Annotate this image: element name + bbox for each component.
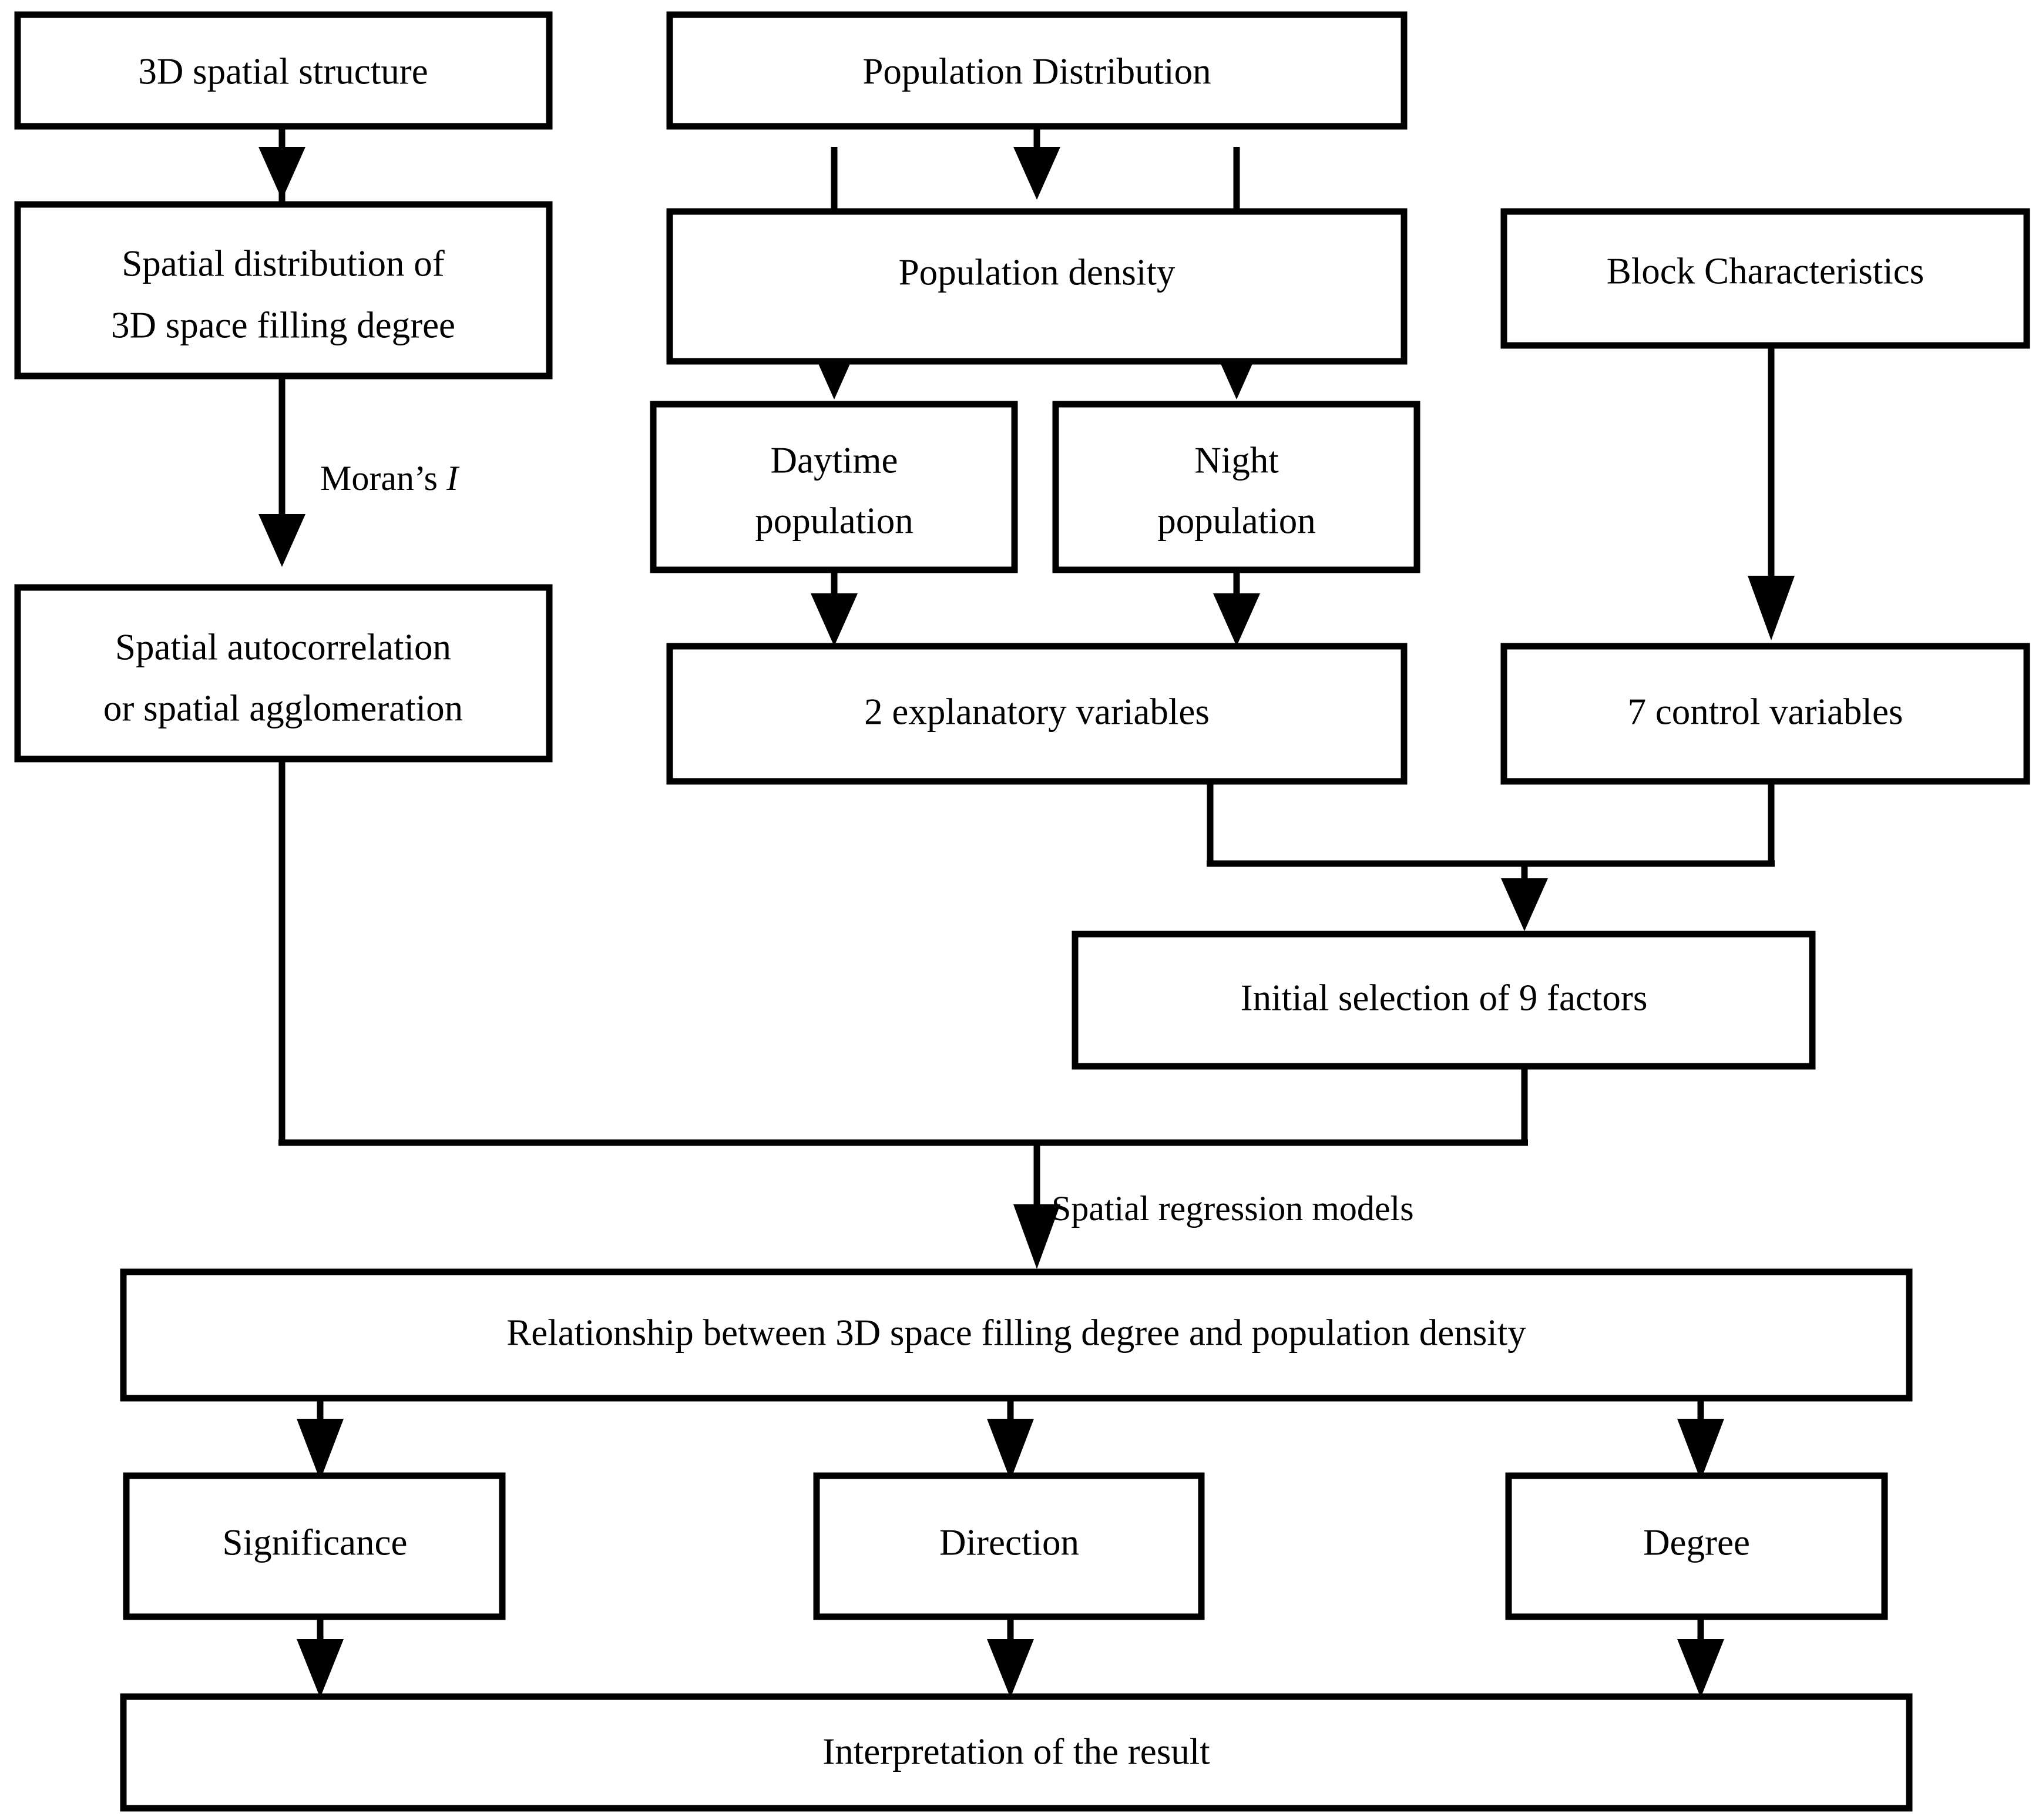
node-population-distribution-label: Population Distribution xyxy=(862,51,1211,92)
node-direction-label: Direction xyxy=(939,1522,1079,1563)
node-interpretation-label: Interpretation of the result xyxy=(822,1731,1210,1772)
node-3d-spatial-structure[interactable]: 3D spatial structure xyxy=(14,11,553,130)
node-spatial-distribution-line2: 3D space filling degree xyxy=(111,304,455,345)
node-initial-selection[interactable]: Initial selection of 9 factors xyxy=(1072,931,1816,1070)
edge-variables-merge-to-initial-selection xyxy=(1207,781,1775,931)
node-night-population[interactable]: Night population xyxy=(1052,401,1420,573)
node-explanatory-variables[interactable]: 2 explanatory variables xyxy=(666,643,1408,785)
node-relationship-label: Relationship between 3D space filling de… xyxy=(506,1312,1526,1353)
morans-i-prefix: Moran’s xyxy=(320,459,446,498)
edge-label-spatial-regression-models: Spatial regression models xyxy=(1052,1189,1414,1228)
node-significance[interactable]: Significance xyxy=(123,1472,506,1620)
edge-relationship-to-significance xyxy=(297,1395,344,1480)
node-spatial-distribution[interactable]: Spatial distribution of 3D space filling… xyxy=(14,201,553,380)
edge-relationship-to-degree xyxy=(1677,1395,1724,1480)
node-spatial-distribution-line1: Spatial distribution of xyxy=(122,243,444,284)
node-interpretation[interactable]: Interpretation of the result xyxy=(120,1693,1913,1812)
edge-night-to-explanatory xyxy=(1213,567,1260,646)
node-direction[interactable]: Direction xyxy=(813,1472,1205,1620)
edge-merge-to-relationship xyxy=(278,696,1528,1269)
node-daytime-population-line1: Daytime xyxy=(771,439,898,481)
edge-daytime-to-explanatory xyxy=(811,567,858,646)
node-significance-label: Significance xyxy=(223,1522,408,1563)
node-night-population-line1: Night xyxy=(1194,439,1279,481)
node-control-variables[interactable]: 7 control variables xyxy=(1500,643,2030,785)
node-block-characteristics-label: Block Characteristics xyxy=(1607,250,1925,291)
edge-degree-to-interpretation xyxy=(1677,1613,1724,1698)
node-spatial-autocorrelation-line2: or spatial agglomeration xyxy=(103,687,463,728)
node-explanatory-variables-label: 2 explanatory variables xyxy=(864,691,1210,732)
spatial-regression-models-label: Spatial regression models xyxy=(1052,1189,1414,1228)
morans-i-symbol: I xyxy=(446,459,460,498)
node-block-characteristics[interactable]: Block Characteristics xyxy=(1500,208,2030,349)
node-population-density[interactable]: Population density xyxy=(666,208,1408,365)
node-degree[interactable]: Degree xyxy=(1505,1472,1888,1620)
node-3d-spatial-structure-label: 3D spatial structure xyxy=(138,51,428,92)
node-relationship[interactable]: Relationship between 3D space filling de… xyxy=(120,1268,1913,1402)
node-night-population-line2: population xyxy=(1157,500,1315,541)
edge-relationship-to-direction xyxy=(987,1395,1034,1480)
svg-text:Moran’s I: Moran’s I xyxy=(320,459,460,498)
node-population-distribution[interactable]: Population Distribution xyxy=(666,11,1408,130)
edge-label-morans-i: Moran’s I xyxy=(320,459,460,498)
node-initial-selection-label: Initial selection of 9 factors xyxy=(1241,977,1648,1018)
node-daytime-population[interactable]: Daytime population xyxy=(650,401,1018,573)
edge-significance-to-interpretation xyxy=(297,1613,344,1698)
node-population-density-label: Population density xyxy=(899,251,1176,293)
node-daytime-population-line2: population xyxy=(755,500,913,541)
node-degree-label: Degree xyxy=(1643,1522,1750,1563)
node-control-variables-label: 7 control variables xyxy=(1628,691,1903,732)
edge-block-to-control xyxy=(1748,345,1795,640)
edge-direction-to-interpretation xyxy=(987,1613,1034,1698)
node-spatial-autocorrelation[interactable]: Spatial autocorrelation or spatial agglo… xyxy=(14,584,553,763)
node-spatial-autocorrelation-line1: Spatial autocorrelation xyxy=(115,626,451,667)
